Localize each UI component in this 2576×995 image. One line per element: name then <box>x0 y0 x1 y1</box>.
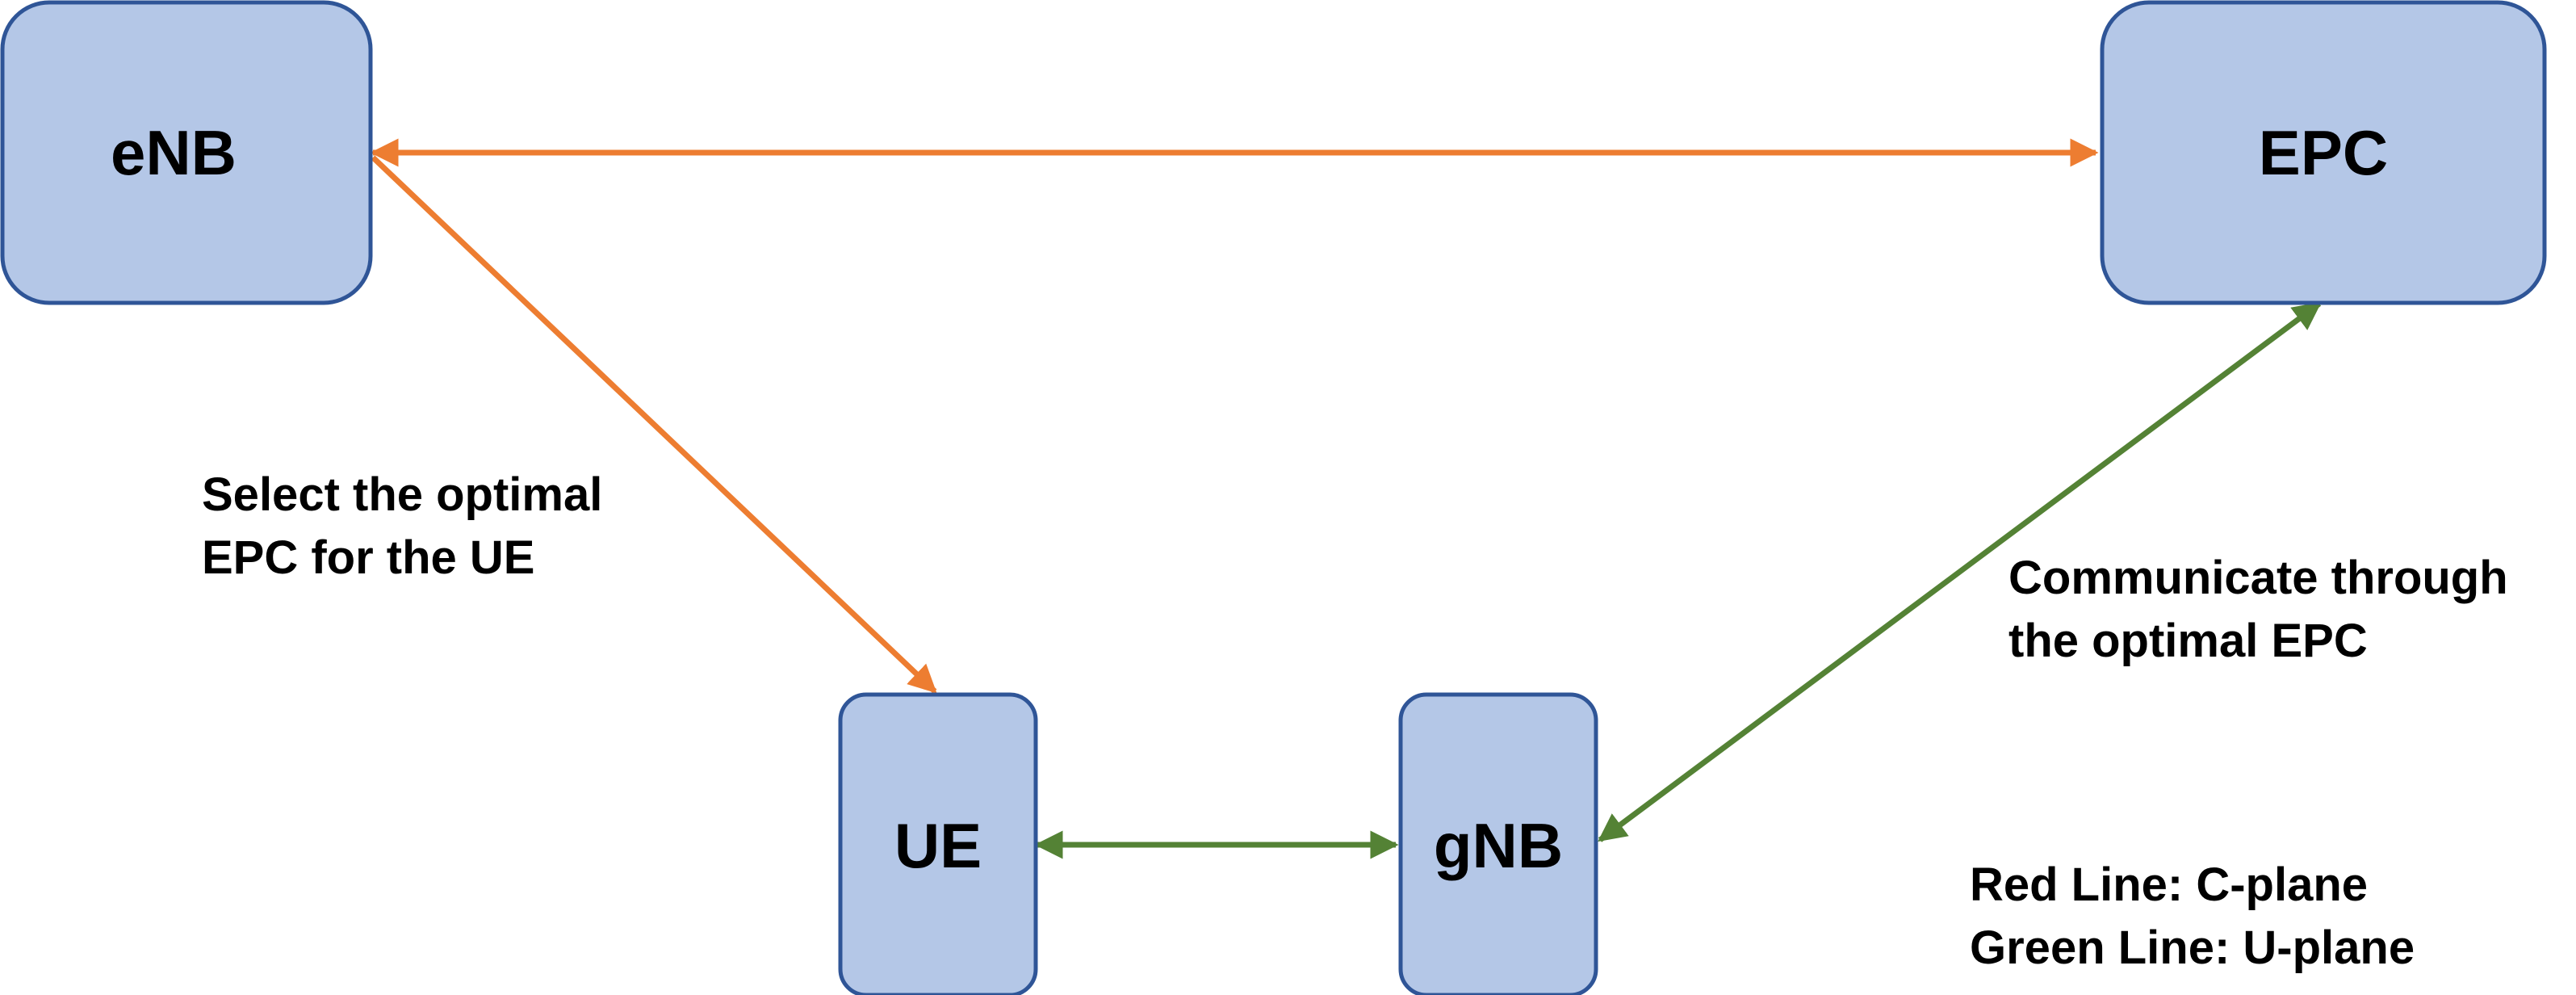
enb-label: eNB <box>111 117 237 188</box>
gnb-node: gNB <box>1398 692 1598 995</box>
communicate-line-1: Communicate through <box>2008 552 2508 604</box>
epc-box <box>2100 0 2547 305</box>
ue-box <box>838 692 1038 995</box>
gnb-label: gNB <box>1434 810 1563 881</box>
enb-box <box>0 0 373 305</box>
legend-c-plane: Red Line: C-plane <box>1970 859 2368 911</box>
select-epc-annotation: Select the optimal EPC for the UE <box>202 468 602 584</box>
select-epc-line-2: EPC for the UE <box>202 531 535 584</box>
gnb-epc-u-plane-link <box>1598 301 2322 842</box>
epc-node: EPC <box>2100 0 2547 305</box>
select-epc-line-1: Select the optimal <box>202 468 602 521</box>
legend-u-plane: Green Line: U-plane <box>1970 922 2415 974</box>
gnb-box <box>1398 692 1598 995</box>
ue-label: UE <box>894 810 982 881</box>
legend: Red Line: C-plane Green Line: U-plane <box>1970 859 2415 974</box>
enb-ue-c-plane-link <box>371 155 937 694</box>
ue-node: UE <box>838 692 1038 995</box>
epc-label: EPC <box>2259 117 2388 188</box>
communicate-line-2: the optimal EPC <box>2008 615 2368 667</box>
enb-node: eNB <box>0 0 373 305</box>
communicate-annotation: Communicate through the optimal EPC <box>2008 552 2508 667</box>
